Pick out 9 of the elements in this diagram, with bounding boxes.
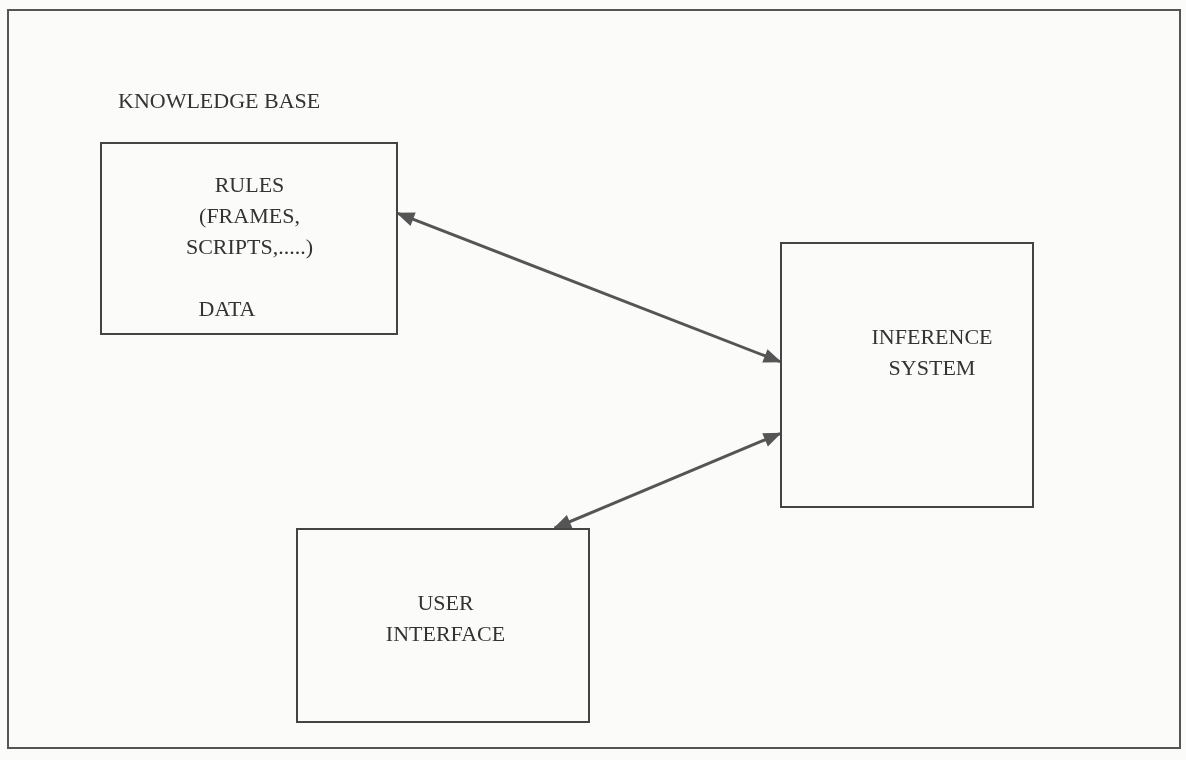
double-arrow <box>396 212 782 364</box>
box <box>296 528 590 723</box>
user-interface-label: USER INTERFACE <box>384 589 507 648</box>
box <box>780 242 1034 508</box>
double-arrow <box>553 432 782 530</box>
inference-system-label: INFERENCE SYSTEM <box>870 323 994 382</box>
data-text: DATA <box>197 295 257 323</box>
rules-text: RULES (FRAMES, SCRIPTS,.....) <box>184 171 315 261</box>
knowledge-base-heading: KNOWLEDGE BASE <box>118 87 322 115</box>
